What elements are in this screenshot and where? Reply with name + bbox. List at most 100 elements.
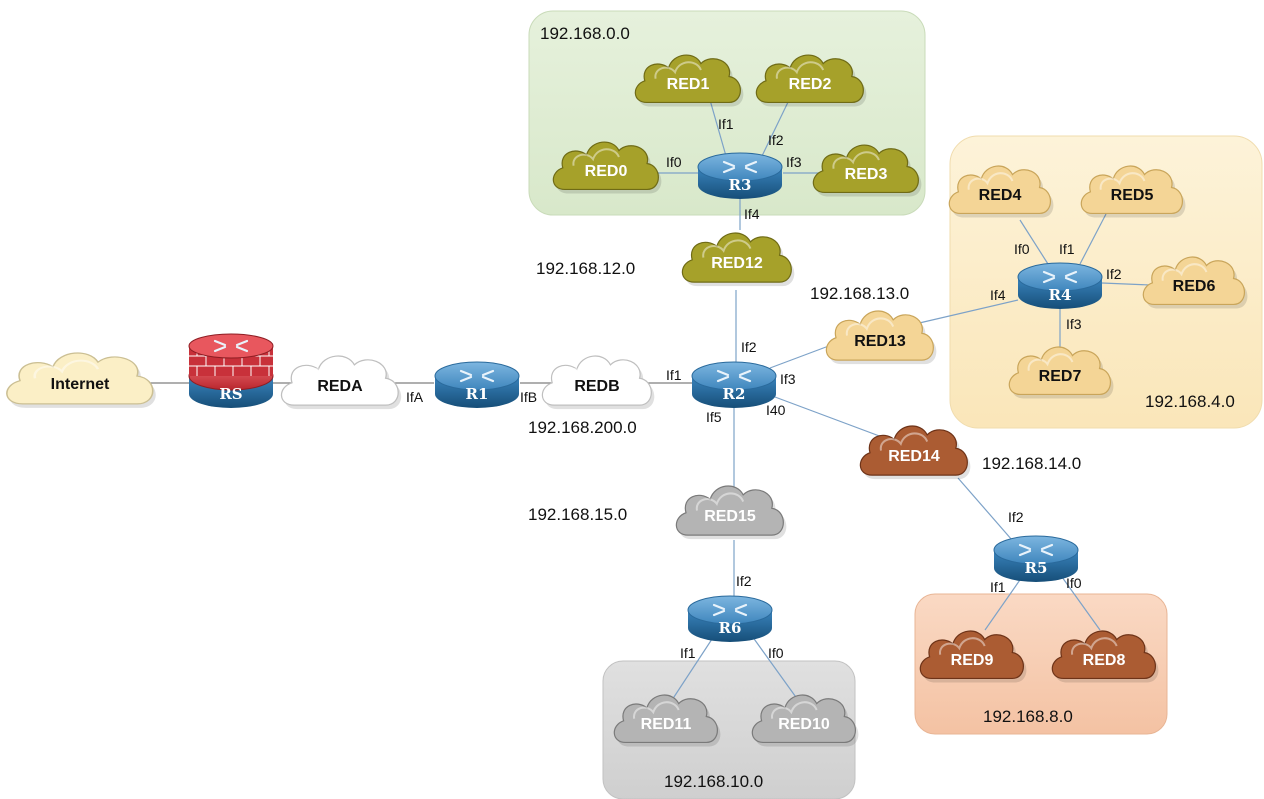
arrow-stroke [1040,549,1054,557]
iface-label-r2-red15: If5 [706,409,722,425]
arrow-stroke [738,375,752,383]
iface-label-r2-red13: If3 [780,371,796,387]
cloud-highlight [879,432,929,451]
router-arrows-icon [712,603,748,617]
cloud-shape [1008,346,1112,396]
cloud-label: REDA [317,378,363,395]
cloud-highlight [1161,263,1208,281]
cloud-label: REDB [574,378,619,395]
iface-label-r4-red5: If1 [1059,241,1075,257]
cloud-label: RED6 [1173,278,1216,295]
cloud-red10[interactable]: RED10 [751,694,859,747]
links-layer [150,97,1151,701]
router-top [687,595,773,625]
cloud-highlight [702,239,752,258]
arrow-stroke [716,369,730,377]
cloud-red12[interactable]: RED12 [681,232,795,287]
router-r1[interactable]: R1 [434,361,520,408]
router-label: R6 [719,619,742,637]
link-r3-red1 [709,99,727,157]
router-label: RS [219,385,242,403]
cloud-internet[interactable]: Internet [6,352,156,408]
area-r3-label: 192.168.0.0 [540,24,630,43]
cloud-red7[interactable]: RED7 [1008,346,1114,399]
iface-label-r1-redb: IfB [520,389,537,405]
arrow-stroke [235,339,249,347]
iface-label-r2-red14: I40 [766,402,786,418]
link-r6-red11 [671,635,715,701]
cloud-shape [675,485,784,536]
arrow-stroke [459,375,473,383]
cloud-shape [613,694,719,744]
arrow-stroke [1040,543,1054,551]
iface-label-r6-red11: If1 [680,645,696,661]
cloud-red11[interactable]: RED11 [613,694,721,747]
router-r2[interactable]: R2 [691,361,777,408]
router-r5[interactable]: R5 [993,535,1079,582]
router-rs[interactable]: RS [188,333,274,408]
cloud-red9[interactable]: RED9 [919,630,1027,683]
area-r6-label: 192.168.10.0 [664,772,763,791]
firewall-top [188,333,274,359]
cloud-reda[interactable]: REDA [280,355,402,410]
iface-label-r4-red6: If2 [1106,266,1122,282]
cloud-highlight [633,701,680,719]
cloud-red13[interactable]: RED13 [825,310,937,365]
cloud-red1[interactable]: RED1 [634,54,744,107]
iface-label-r3-red2: If2 [768,132,784,148]
cloud-red15[interactable]: RED15 [675,485,787,540]
router-r3[interactable]: R3 [697,152,783,199]
cloud-red8[interactable]: RED8 [1051,630,1159,683]
cloud-highlight [1027,353,1074,371]
cloud-red14[interactable]: RED14 [859,425,971,480]
iface-label-r3-red1: If1 [718,116,734,132]
arrow-stroke [744,160,758,168]
cloud-highlight [1099,172,1146,190]
cloud-shape [1080,165,1184,215]
cloud-highlight [654,61,702,79]
cloud-red3[interactable]: RED3 [812,144,922,197]
iface-label-red13-r4: If4 [990,287,1006,303]
iface-label-r6-red10: If0 [768,645,784,661]
router-label: R5 [1025,559,1048,577]
cloud-red4[interactable]: RED4 [948,165,1054,218]
cloud-highlight [695,492,745,511]
cloud-shape [541,355,652,406]
router-top [697,152,783,182]
cloud-highlight [572,148,620,166]
arrow-stroke [722,166,736,174]
iface-label-red12-r3: If4 [744,206,760,222]
cloud-shape [280,355,399,406]
cloud-label: RED10 [778,716,830,733]
area-r5-panel [914,593,1168,735]
cloud-label: RED0 [585,163,628,180]
cloud-shape [681,232,792,283]
area-r5-label: 192.168.8.0 [983,707,1073,726]
arrow-stroke [1064,270,1078,278]
cloud-label: RED7 [1039,368,1082,385]
iface-label-r4-red7: If3 [1066,316,1082,332]
router-r4[interactable]: R4 [1017,262,1103,309]
cloud-highlight [33,359,100,379]
cloud-label: RED15 [704,508,756,525]
link-r6-red10 [751,635,799,701]
cloud-redb[interactable]: REDB [541,355,655,410]
cloud-shape [634,54,741,104]
cloud-red2[interactable]: RED2 [755,54,867,107]
iface-label-r5-red8: If0 [1066,575,1082,591]
router-label: R3 [729,176,752,194]
cloud-red6[interactable]: RED6 [1142,256,1248,309]
cloud-red0[interactable]: RED0 [552,141,662,194]
arrow-stroke [734,603,748,611]
router-r6[interactable]: R6 [687,595,773,642]
cloud-red5[interactable]: RED5 [1080,165,1186,218]
arrow-stroke [1064,276,1078,284]
net-label-red15: 192.168.15.0 [528,505,627,524]
cloud-shape [6,352,154,405]
router-arrows-icon [213,339,249,353]
cloud-highlight [562,362,612,381]
cloud-shape [859,425,968,476]
router-label: R4 [1049,286,1072,304]
link-r3-red2 [761,97,791,157]
